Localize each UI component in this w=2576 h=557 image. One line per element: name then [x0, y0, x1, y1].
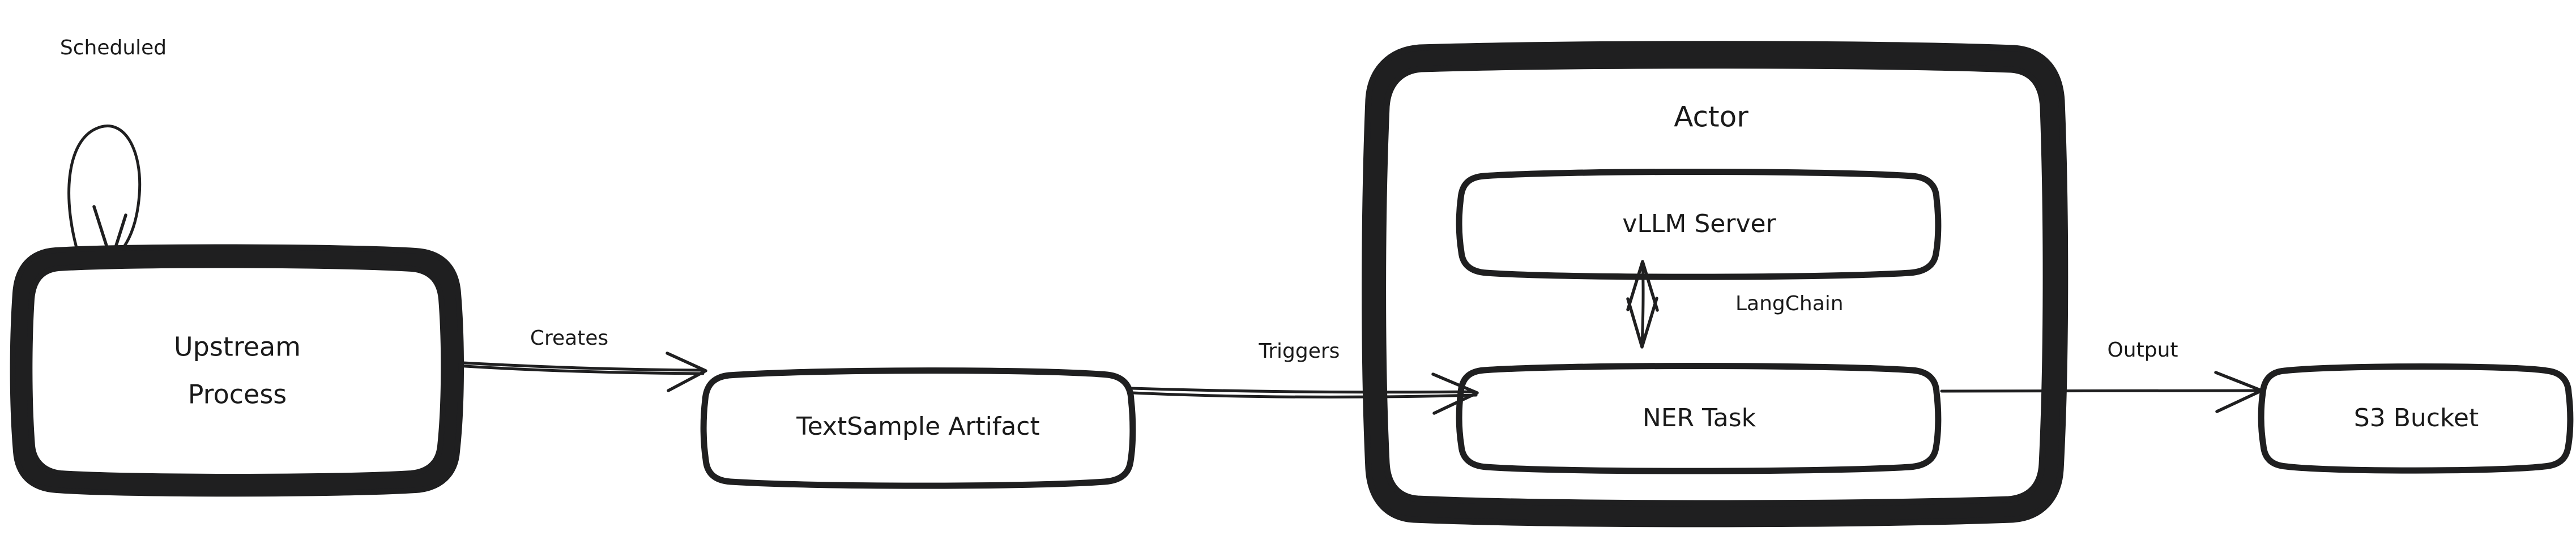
- node-ner-task[interactable]: NER Task: [1456, 363, 1942, 474]
- edge-label-triggers: Triggers: [1259, 340, 1340, 363]
- cluster-actor[interactable]: Actor: [1362, 41, 2069, 528]
- node-label-vllm-server: vLLM Server: [1622, 209, 1776, 238]
- node-upstream-process[interactable]: Upstream Process: [10, 244, 464, 497]
- node-label-textsample-artifact: TextSample Artifact: [796, 412, 1040, 441]
- cluster-label-actor: Actor: [1674, 101, 1748, 134]
- edge-triggers: Triggers: [1130, 340, 1479, 415]
- edge-langchain: LangChain: [1626, 260, 1844, 349]
- node-label-upstream-line2: Process: [188, 379, 287, 410]
- node-label-ner-task: NER Task: [1643, 404, 1756, 432]
- edge-output: Output: [1940, 339, 2263, 413]
- edge-creates: Creates: [451, 327, 707, 392]
- node-label-upstream-line1: Upstream: [174, 332, 301, 362]
- node-vllm-server[interactable]: vLLM Server: [1456, 169, 1942, 280]
- node-s3-bucket[interactable]: S3 Bucket: [2258, 363, 2574, 474]
- node-label-s3-bucket: S3 Bucket: [2354, 404, 2479, 432]
- edge-label-output: Output: [2107, 339, 2178, 362]
- edge-label-creates: Creates: [530, 327, 608, 350]
- edge-label-langchain: LangChain: [1735, 292, 1844, 315]
- edge-scheduled: Scheduled: [60, 36, 167, 262]
- edge-label-scheduled: Scheduled: [60, 36, 167, 59]
- node-textsample-artifact[interactable]: TextSample Artifact: [700, 367, 1136, 489]
